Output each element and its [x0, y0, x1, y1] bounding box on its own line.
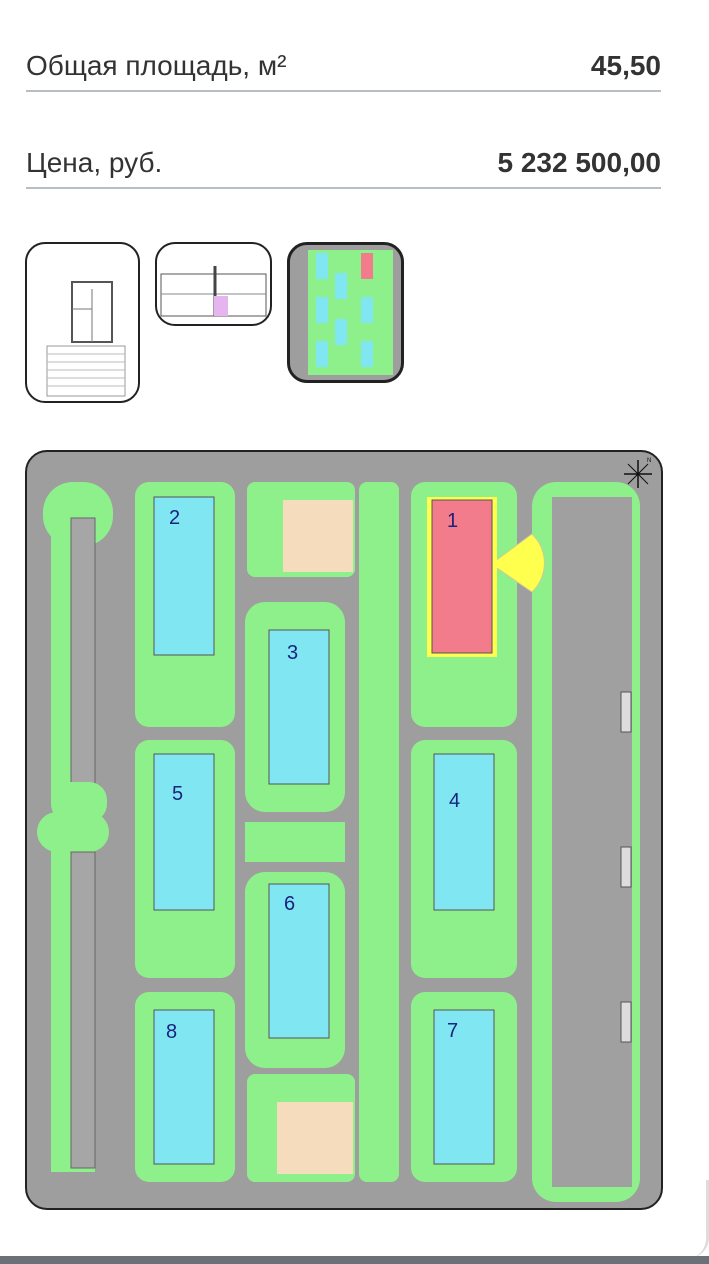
building-8-label: 8 [166, 1021, 177, 1043]
building-2[interactable]: 2 [153, 496, 215, 656]
building-3[interactable]: 3 [268, 629, 330, 785]
building-5[interactable]: 5 [153, 753, 215, 911]
floor-plan-image [160, 266, 267, 317]
sun-sector [490, 533, 545, 593]
building-3-label: 3 [287, 642, 298, 664]
building-4[interactable]: 4 [433, 753, 495, 911]
area-label: Общая площадь, м² [26, 50, 287, 81]
price-value: 5 232 500,00 [497, 147, 662, 178]
compass-icon: N [624, 458, 652, 488]
building-6[interactable]: 6 [268, 883, 330, 1039]
bottom-bar [0, 1256, 709, 1264]
playground-bottom [277, 1102, 353, 1174]
building-4-label: 4 [449, 790, 460, 812]
site-plan-map[interactable]: 1 2 3 4 5 6 7 8 [25, 450, 663, 1210]
thumbnail-floor-plan[interactable] [155, 242, 272, 326]
site-plan-thumb-image [308, 250, 393, 375]
building-5-label: 5 [172, 783, 183, 805]
building-2-label: 2 [169, 507, 180, 529]
left-parking [37, 482, 113, 1172]
area-row: Общая площадь, м² 45,50 [26, 50, 661, 92]
thumbnail-apartment-plan[interactable] [25, 242, 140, 403]
building-7[interactable]: 7 [433, 1009, 495, 1165]
building-6-label: 6 [284, 893, 295, 915]
price-label: Цена, руб. [26, 147, 163, 178]
thumbnail-site-plan[interactable] [287, 242, 404, 383]
apartment-plan-image [46, 281, 126, 397]
building-1-label: 1 [447, 510, 458, 532]
playground-top [283, 500, 353, 572]
building-7-label: 7 [447, 1020, 458, 1042]
compass-label: N [647, 458, 651, 464]
building-8[interactable]: 8 [153, 1009, 215, 1165]
sheet-edge [688, 1180, 709, 1258]
building-1[interactable]: 1 [427, 497, 497, 657]
area-value: 45,50 [590, 50, 661, 81]
price-row: Цена, руб. 5 232 500,00 [26, 147, 661, 189]
right-parking [532, 482, 640, 1202]
